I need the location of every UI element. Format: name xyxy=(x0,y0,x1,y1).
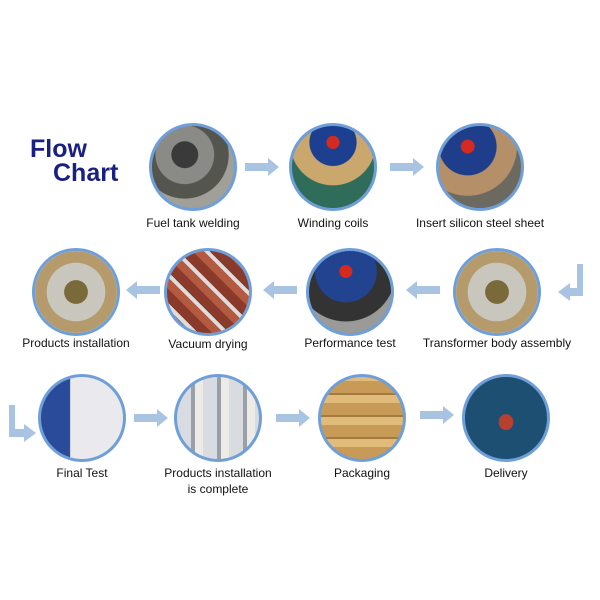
title-line-1: Flow xyxy=(30,135,87,163)
step-label: Final Test xyxy=(56,466,108,480)
step-label: Transformer body assembly xyxy=(422,336,572,350)
label-line-1: Products installation xyxy=(164,466,272,480)
step-label: Delivery xyxy=(484,466,528,480)
step-label: Products installation xyxy=(22,336,130,350)
winding-coils-photo xyxy=(289,123,377,211)
arrow-right-icon xyxy=(420,406,454,424)
fuel-tank-photo xyxy=(149,123,237,211)
products-installation-photo xyxy=(32,248,120,336)
step-label: Insert silicon steel sheet xyxy=(415,216,545,230)
arrow-left-icon xyxy=(126,281,160,299)
arrow-right-icon xyxy=(134,409,168,427)
arrow-left-icon xyxy=(406,281,440,299)
silicon-steel-photo xyxy=(436,123,524,211)
performance-test-photo xyxy=(306,248,394,336)
step-label: Fuel tank welding xyxy=(146,216,240,230)
label-line-2: is complete xyxy=(187,482,249,496)
packaging-photo xyxy=(318,374,406,462)
arrow-right-icon xyxy=(245,158,279,176)
arrow-left-icon xyxy=(263,281,297,299)
body-assembly-photo xyxy=(453,248,541,336)
installation-complete-photo xyxy=(174,374,262,462)
final-test-photo xyxy=(38,374,126,462)
arrow-right-icon xyxy=(276,409,310,427)
title-line-2: Chart xyxy=(53,159,119,187)
delivery-ship-photo xyxy=(462,374,550,462)
step-label: Products installation is complete xyxy=(118,465,318,497)
step-label: Performance test xyxy=(304,336,396,350)
step-label: Winding coils xyxy=(297,216,369,230)
step-label: Packaging xyxy=(333,466,391,480)
corner-arrow-right-icon xyxy=(9,405,36,442)
corner-arrow-left-icon xyxy=(558,264,583,301)
step-label: Vacuum drying xyxy=(168,337,248,351)
vacuum-drying-photo xyxy=(164,248,252,336)
arrow-right-icon xyxy=(390,158,424,176)
